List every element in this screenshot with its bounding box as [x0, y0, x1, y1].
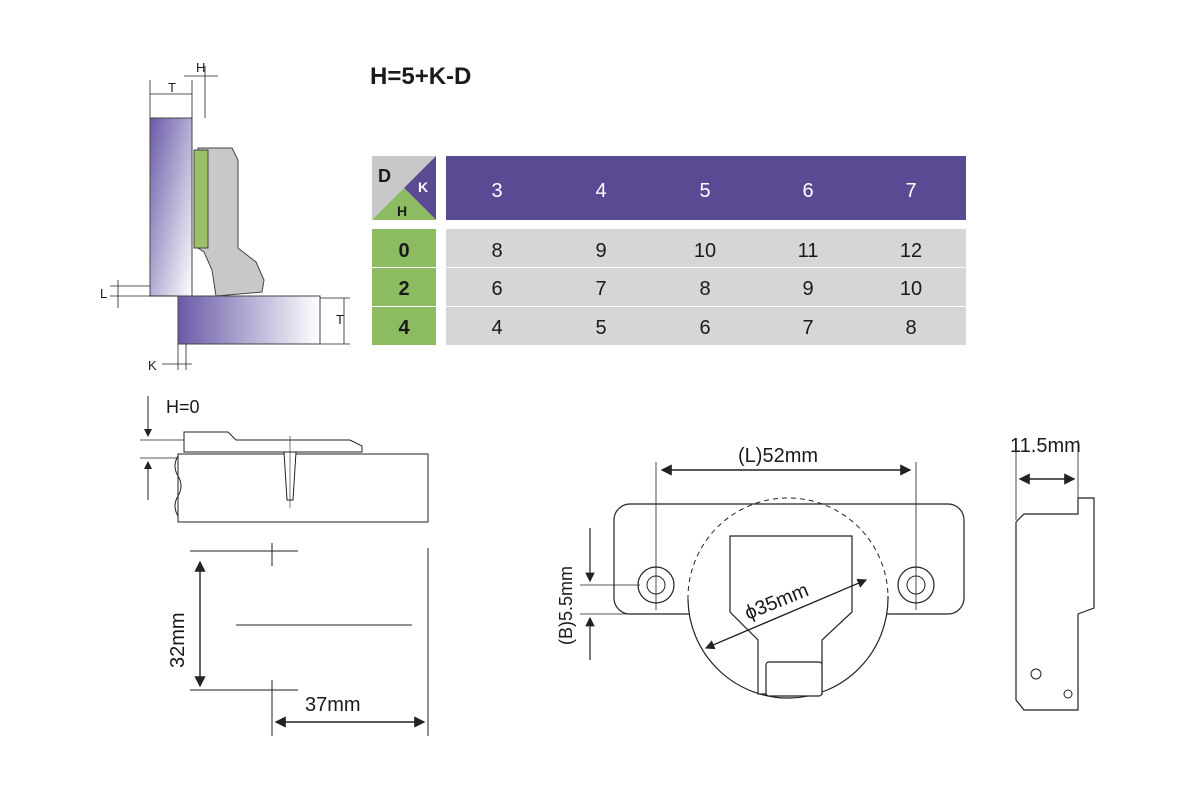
mounting-plate-body — [183, 431, 363, 453]
table-row — [446, 307, 966, 345]
corner-cell-h-triangle — [372, 188, 436, 220]
row-h-label: 0 — [398, 240, 409, 262]
plate-profile-view: 11.5mm — [1010, 435, 1095, 711]
table-cell: 8 — [905, 317, 916, 339]
label-h: H — [196, 60, 205, 75]
panel-edge — [177, 453, 429, 523]
header-k-3: 3 — [491, 180, 502, 202]
profile-hole — [1030, 668, 1042, 680]
table-row — [446, 268, 966, 306]
header-k-6: 6 — [802, 180, 813, 202]
drill-pattern: 32mm 37mm — [167, 543, 429, 736]
label-t-top: T — [168, 80, 176, 95]
table-cell: 9 — [595, 240, 606, 262]
table-cell: 6 — [491, 278, 502, 300]
table-cell: 7 — [802, 317, 813, 339]
hinge-cup — [193, 149, 209, 249]
cabinet-side-panel — [177, 295, 321, 345]
row-label-cell — [372, 307, 436, 345]
table-cell: 6 — [699, 317, 710, 339]
corner-cell-k-triangle — [404, 156, 436, 220]
table-cell: 8 — [699, 278, 710, 300]
plate-length-dimension: (L)52mm — [738, 445, 818, 467]
table-cell: 11 — [798, 240, 819, 262]
label-k: K — [148, 358, 157, 373]
drill-vertical-dimension: 32mm — [167, 612, 189, 668]
overlay-label: H=0 — [166, 397, 200, 417]
table-cell: 4 — [491, 317, 502, 339]
header-k-5: 5 — [699, 180, 710, 202]
corner-h-label: H — [397, 203, 407, 219]
corner-k-label: K — [418, 179, 428, 195]
arm-slot — [765, 661, 823, 697]
plate-offset-dimension: (B)5.5mm — [556, 566, 576, 645]
table-row — [446, 229, 966, 267]
formula-title: H=5+K-D — [370, 63, 471, 90]
row-label-cell — [372, 229, 436, 267]
profile-outline — [1015, 497, 1095, 711]
mounting-plate-view: (L)52mm (B)5.5mm ϕ35mm — [556, 445, 965, 699]
profile-depth-dimension: 11.5mm — [1010, 435, 1081, 457]
table-cell: 10 — [900, 278, 922, 300]
table-cell: 9 — [802, 278, 813, 300]
hinge-side-view: H T L T K — [100, 60, 350, 373]
door-panel — [149, 117, 193, 297]
table-cell: 10 — [694, 240, 716, 262]
table-cell: 12 — [900, 240, 922, 262]
hinge-arm — [197, 147, 265, 297]
row-h-label: 4 — [398, 317, 410, 339]
table-cell: 8 — [491, 240, 502, 262]
overlay-table: D K H 3 4 5 6 7 0 8 9 10 11 12 2 6 7 8 9… — [372, 156, 966, 345]
overlay-view: H=0 — [140, 396, 429, 523]
drill-horizontal-dimension: 37mm — [305, 694, 361, 716]
label-t-right: T — [336, 312, 344, 327]
table-header-band — [446, 156, 966, 220]
header-k-4: 4 — [595, 180, 606, 202]
table-cell: 5 — [595, 317, 606, 339]
table-cell: 7 — [595, 278, 606, 300]
row-h-label: 2 — [398, 278, 409, 300]
corner-d-label: D — [378, 166, 391, 186]
label-l: L — [100, 286, 107, 301]
header-k-7: 7 — [905, 180, 916, 202]
row-label-cell — [372, 268, 436, 306]
